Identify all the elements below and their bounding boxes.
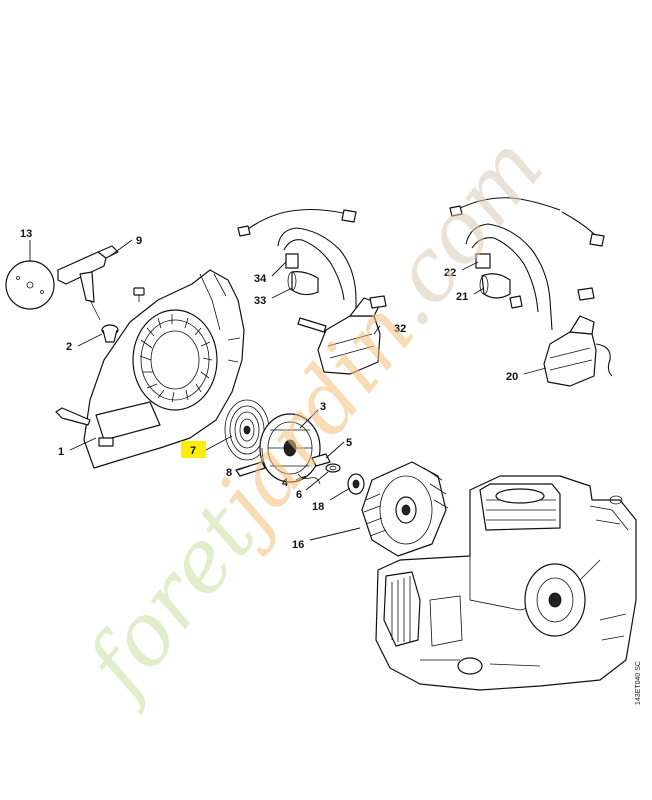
callout-13: 13 xyxy=(20,228,32,240)
part-5-washer xyxy=(311,453,331,467)
callout-1: 1 xyxy=(58,446,64,458)
part-9-starter-handle xyxy=(57,245,119,321)
engine-block xyxy=(375,475,637,691)
part-16-flywheel xyxy=(361,461,449,557)
callout-5: 5 xyxy=(346,437,352,449)
callout-32: 32 xyxy=(394,323,406,335)
part-13-cover-plate xyxy=(5,260,55,310)
callout-2: 2 xyxy=(66,341,72,353)
callout-21: 21 xyxy=(456,291,468,303)
callout-16: 16 xyxy=(292,539,304,551)
part-6-spring-clip xyxy=(325,463,341,473)
part-3-rope-rotor xyxy=(259,413,321,483)
screw-top xyxy=(133,287,145,302)
highlight-7 xyxy=(181,441,206,458)
screw-fan-housing xyxy=(55,407,91,426)
callout-3: 3 xyxy=(320,401,326,413)
callout-33: 33 xyxy=(254,295,266,307)
callout-7: 7 xyxy=(190,445,196,457)
ignition-module-left xyxy=(237,208,387,375)
callout-20: 20 xyxy=(506,371,518,383)
callout-22: 22 xyxy=(444,267,456,279)
callout-34: 34 xyxy=(254,273,267,285)
drawing-code: 143ET040 SC xyxy=(635,661,642,705)
callout-4: 4 xyxy=(282,477,289,489)
part-1-fan-housing xyxy=(83,269,245,469)
callout-9: 9 xyxy=(136,235,142,247)
part-8-pawl xyxy=(235,461,266,477)
ignition-module-right xyxy=(449,197,613,387)
leader-lines xyxy=(29,239,547,541)
part-18-nut xyxy=(347,473,365,495)
callout-8: 8 xyxy=(226,467,232,479)
callouts: 13 9 2 1 7 8 3 4 5 6 18 16 34 33 32 22 2… xyxy=(20,228,518,551)
callout-6: 6 xyxy=(296,489,302,501)
part-2-rope-guide xyxy=(101,324,119,343)
callout-18: 18 xyxy=(312,501,324,513)
